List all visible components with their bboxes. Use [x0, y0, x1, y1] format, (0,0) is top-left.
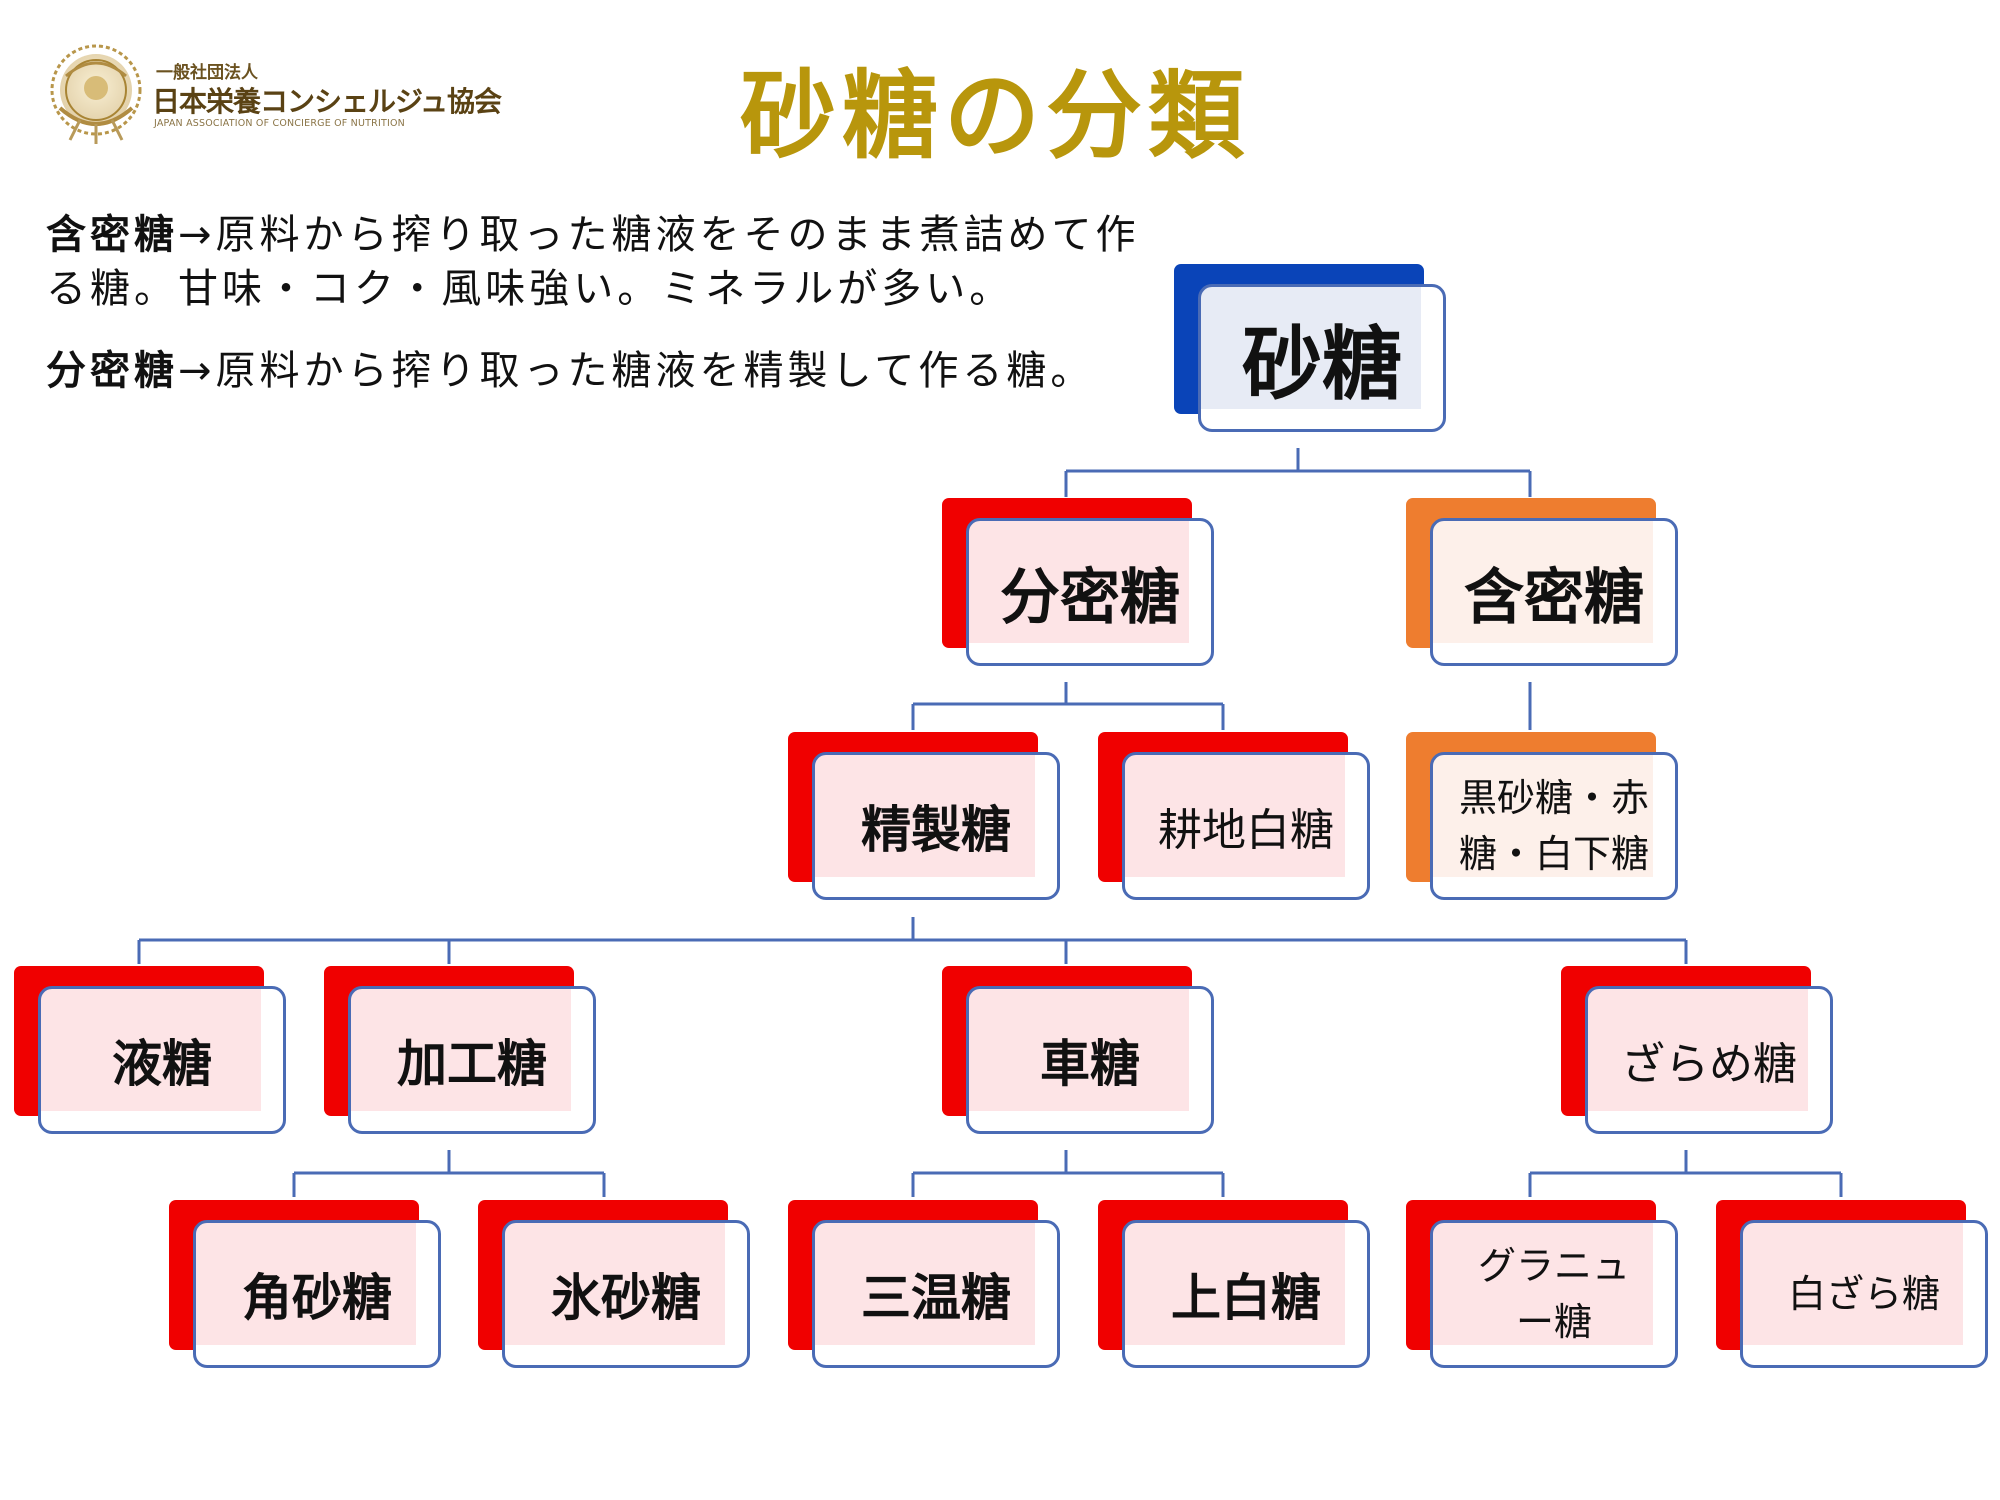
node-zarame: ざらめ糖	[1561, 966, 1837, 1138]
logo-line3: JAPAN ASSOCIATION OF CONCIERGE OF NUTRIT…	[154, 118, 405, 129]
description-ganmitsu: 含密糖→原料から搾り取った糖液をそのまま煮詰めて作る糖。甘味・コク・風味強い。ミ…	[46, 212, 1140, 312]
node-kuruma: 車糖	[942, 966, 1218, 1138]
node-kori: 氷砂糖	[478, 1200, 754, 1372]
connector-seisei	[137, 917, 1688, 964]
connector-bunmitsu	[911, 682, 1225, 730]
node-shirozara: 白ざら糖	[1716, 1200, 1992, 1372]
logo-line1: 一般社団法人	[156, 63, 258, 83]
node-label: 砂糖	[1198, 284, 1446, 432]
node-label: 上白糖	[1122, 1220, 1370, 1368]
description-bunmitsu: 分密糖→原料から搾り取った糖液を精製して作る糖。	[46, 348, 1095, 394]
node-label: 精製糖	[812, 752, 1060, 900]
node-label: 三温糖	[812, 1220, 1060, 1368]
node-kouchi: 耕地白糖	[1098, 732, 1374, 904]
node-label: グラニュー糖	[1430, 1220, 1678, 1368]
connector-kakou	[292, 1150, 606, 1197]
node-granule: グラニュー糖	[1406, 1200, 1682, 1372]
node-label: ざらめ糖	[1585, 986, 1833, 1134]
node-sugar: 砂糖	[1174, 264, 1450, 436]
logo-seal-icon	[50, 44, 142, 144]
connector-zarame	[1528, 1150, 1843, 1197]
node-label: 角砂糖	[193, 1220, 441, 1368]
node-label: 液糖	[38, 986, 286, 1134]
node-kakou: 加工糖	[324, 966, 600, 1138]
node-seisei: 精製糖	[788, 732, 1064, 904]
association-logo: 一般社団法人 日本栄養コンシェルジュ協会 JAPAN ASSOCIATION O…	[40, 30, 502, 150]
description: 含密糖→原料から搾り取った糖液をそのまま煮詰めて作る糖。甘味・コク・風味強い。ミ…	[46, 208, 1146, 398]
node-label: 氷砂糖	[502, 1220, 750, 1368]
node-label: 車糖	[966, 986, 1214, 1134]
node-ekito: 液糖	[14, 966, 290, 1138]
node-kokuto: 黒砂糖・赤糖・白下糖	[1406, 732, 1682, 904]
node-label: 耕地白糖	[1122, 752, 1370, 900]
node-label: 白ざら糖	[1740, 1220, 1988, 1368]
node-label: 加工糖	[348, 986, 596, 1134]
node-label: 分密糖	[966, 518, 1214, 666]
node-kaku: 角砂糖	[169, 1200, 445, 1372]
node-label: 含密糖	[1430, 518, 1678, 666]
logo-line2: 日本栄養コンシェルジュ協会	[152, 85, 502, 118]
node-bunmitsu: 分密糖	[942, 498, 1218, 670]
node-label: 黒砂糖・赤糖・白下糖	[1430, 752, 1678, 900]
connector-kuruma	[911, 1150, 1225, 1197]
page-title: 砂糖の分類	[740, 60, 1250, 172]
connector-root	[1064, 448, 1532, 497]
node-johaku: 上白糖	[1098, 1200, 1374, 1372]
node-ganmitsu: 含密糖	[1406, 498, 1682, 670]
node-sanon: 三温糖	[788, 1200, 1064, 1372]
